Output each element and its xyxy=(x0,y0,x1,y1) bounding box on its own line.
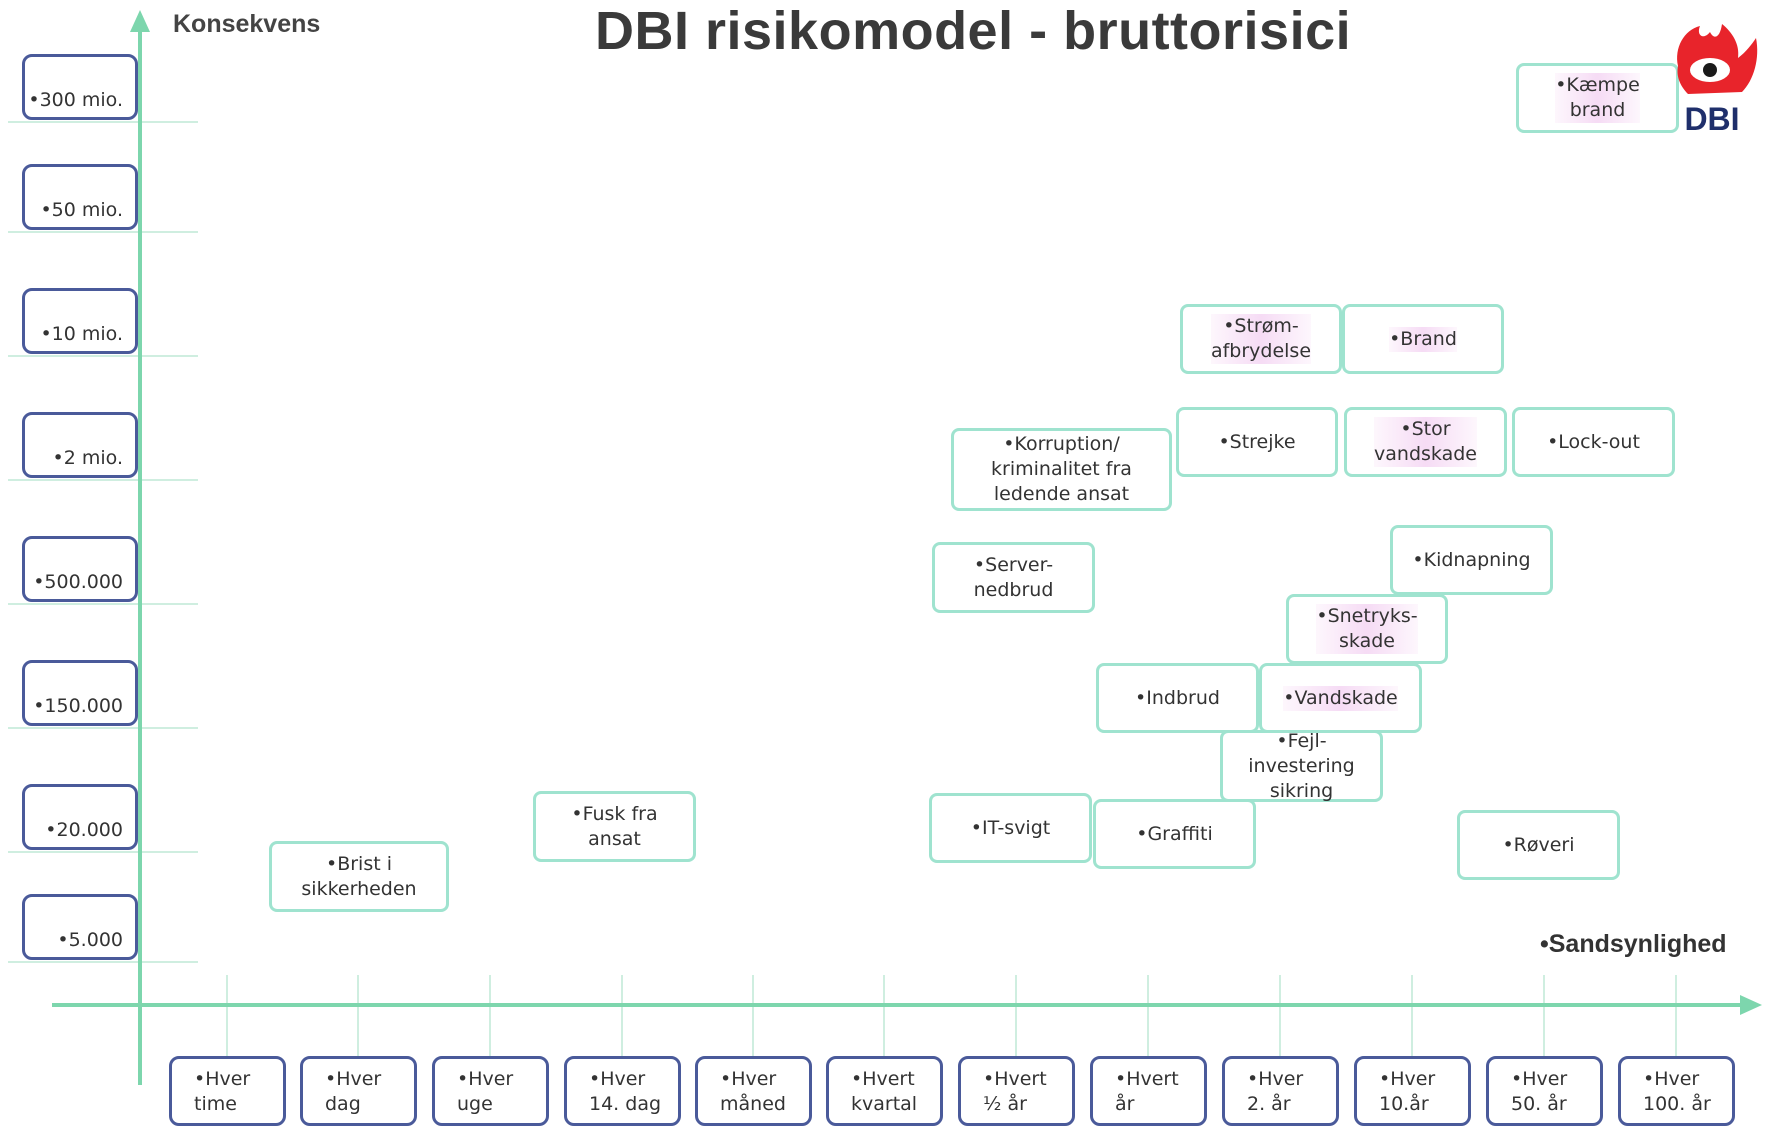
y-level-box: •5.000 xyxy=(22,894,138,960)
y-axis-arrow xyxy=(130,10,150,32)
x-level-box: •Hver 14. dag xyxy=(564,1056,681,1126)
risk-box: •Indbrud xyxy=(1096,663,1259,733)
x-level-box: •Hver 50. år xyxy=(1486,1056,1603,1126)
risk-box: •Brist i sikkerheden xyxy=(269,841,449,912)
risk-box: •Kæmpe brand xyxy=(1516,63,1679,133)
x-level-box: •Hver 100. år xyxy=(1618,1056,1735,1126)
risk-label: •Stor vandskade xyxy=(1374,417,1477,467)
y-level-label: •20.000 xyxy=(45,819,123,841)
risk-label: •Kidnapning xyxy=(1412,548,1531,571)
y-gridlines xyxy=(8,121,198,963)
x-gridlines xyxy=(226,975,1677,1058)
risk-box: •Røveri xyxy=(1457,810,1620,880)
page-title: DBI risikomodel - bruttorisici xyxy=(595,1,1352,61)
y-axis-title: Konsekvens xyxy=(173,10,321,38)
y-level-label: •2 mio. xyxy=(52,447,123,469)
x-level-box: •Hver dag xyxy=(300,1056,417,1126)
y-level-box: •50 mio. xyxy=(22,164,138,230)
y-level-label: •5.000 xyxy=(57,929,123,951)
risk-label: •Korruption/ kriminalitet fra ledende an… xyxy=(991,433,1132,505)
risk-label: •Snetryks- skade xyxy=(1316,604,1418,654)
risk-box: •Fusk fra ansat xyxy=(533,791,696,862)
risk-label: •Lock-out xyxy=(1547,430,1640,453)
risk-label: •Vandskade xyxy=(1283,685,1398,711)
x-level-box: •Hvert år xyxy=(1090,1056,1207,1126)
x-level-box: •Hver 2. år xyxy=(1222,1056,1339,1126)
y-level-label: •300 mio. xyxy=(28,89,123,111)
risk-box: •Strøm- afbrydelse xyxy=(1180,304,1342,374)
y-level-box: •2 mio. xyxy=(22,412,138,478)
risk-label: •Strøm- afbrydelse xyxy=(1210,314,1312,364)
risk-label: •Røveri xyxy=(1502,833,1575,856)
y-level-label: •500.000 xyxy=(33,571,123,593)
risk-label: •Fusk fra ansat xyxy=(571,802,658,850)
y-level-box: •150.000 xyxy=(22,660,138,726)
risk-box: •IT-svigt xyxy=(929,793,1092,863)
risk-box: •Graffiti xyxy=(1093,799,1256,869)
x-level-box: •Hver uge xyxy=(432,1056,549,1126)
risk-label: •Brist i sikkerheden xyxy=(301,852,417,900)
logo-text: DBI xyxy=(1684,101,1739,136)
y-level-box: •500.000 xyxy=(22,536,138,602)
dbi-logo-icon: DBI xyxy=(1677,24,1758,137)
risk-box: •Fejl- investering sikring xyxy=(1220,730,1383,802)
y-level-box: •20.000 xyxy=(22,784,138,850)
x-level-box: •Hver måned xyxy=(695,1056,812,1126)
x-level-box: •Hver 10.år xyxy=(1354,1056,1471,1126)
y-level-label: •150.000 xyxy=(33,695,123,717)
dbi-logo: DBI xyxy=(1660,18,1760,137)
risk-label: •Graffiti xyxy=(1136,822,1213,845)
x-level-box: •Hver time xyxy=(169,1056,286,1126)
risk-label: •Indbrud xyxy=(1135,686,1220,709)
risk-label: •Brand xyxy=(1389,326,1457,352)
y-level-box: •10 mio. xyxy=(22,288,138,354)
x-axis-arrow xyxy=(1740,995,1762,1015)
risk-box: •Strejke xyxy=(1176,407,1338,477)
risk-box: •Korruption/ kriminalitet fra ledende an… xyxy=(951,428,1172,511)
y-level-box: •300 mio. xyxy=(22,54,138,120)
x-level-box: •Hvert kvartal xyxy=(826,1056,943,1126)
risk-box: •Vandskade xyxy=(1259,663,1422,733)
x-level-box: •Hvert ½ år xyxy=(958,1056,1075,1126)
x-axis-title: •Sandsynlighed xyxy=(1540,930,1727,958)
risk-label: •Kæmpe brand xyxy=(1555,73,1640,123)
risk-label: •IT-svigt xyxy=(970,816,1051,839)
risk-box: •Lock-out xyxy=(1512,407,1675,477)
risk-label: •Server- nedbrud xyxy=(973,553,1054,601)
risk-label: •Strejke xyxy=(1218,430,1296,453)
risk-box: •Kidnapning xyxy=(1390,525,1553,595)
y-level-label: •50 mio. xyxy=(40,199,123,221)
risk-box: •Snetryks- skade xyxy=(1286,594,1448,664)
risk-box: •Stor vandskade xyxy=(1344,407,1507,477)
risk-box: •Brand xyxy=(1342,304,1504,374)
risk-box: •Server- nedbrud xyxy=(932,542,1095,613)
y-level-label: •10 mio. xyxy=(40,323,123,345)
risk-label: •Fejl- investering sikring xyxy=(1248,729,1355,802)
